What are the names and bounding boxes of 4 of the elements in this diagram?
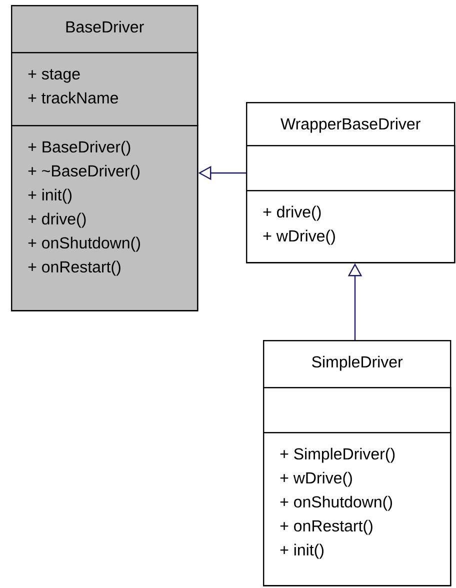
member-compartment: + drive() + wDrive() [246, 190, 456, 264]
empty-compartment [263, 387, 452, 434]
empty-compartment [246, 145, 456, 192]
member-compartment: + stage + trackName [11, 52, 198, 126]
